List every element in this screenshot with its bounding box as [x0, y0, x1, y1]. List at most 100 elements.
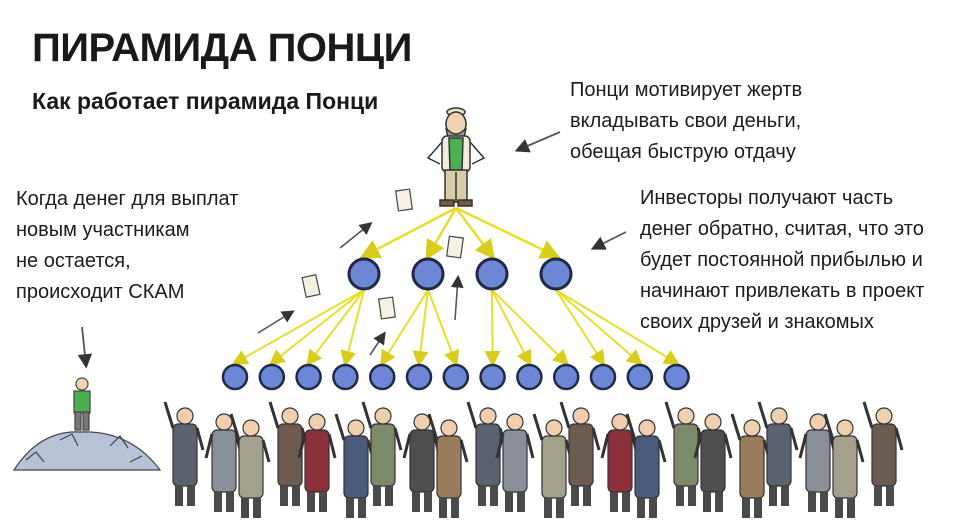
payout-arrow: [427, 289, 460, 367]
person-leg: [637, 498, 645, 518]
person-head: [743, 419, 761, 437]
person-arms: [495, 433, 535, 459]
person-body: [766, 423, 792, 487]
person-arms: [823, 413, 865, 463]
person-head: [215, 413, 233, 431]
person-head: [413, 413, 431, 431]
page-title: ПИРАМИДА ПОНЦИ: [32, 26, 412, 70]
person-leg: [292, 486, 300, 506]
payout-arrows-level1: [359, 206, 561, 261]
investors-level1: [347, 257, 573, 291]
person-head: [281, 407, 299, 425]
crowd-person: [268, 401, 310, 506]
person-leg: [439, 498, 447, 518]
person-head: [440, 419, 458, 437]
person-leg: [715, 492, 723, 512]
person-head: [638, 419, 656, 437]
money-notes: [301, 188, 465, 320]
person-head: [545, 419, 563, 437]
payout-arrow: [555, 289, 606, 367]
person-head: [836, 419, 854, 437]
investor-node: [475, 257, 509, 291]
person-leg: [688, 486, 696, 506]
investor-node: [368, 363, 396, 391]
person-head: [704, 413, 722, 431]
person-body: [343, 435, 369, 499]
person-body: [370, 423, 396, 487]
person-leg: [649, 498, 657, 518]
money-arrows: [257, 222, 464, 356]
payout-arrow: [380, 289, 429, 367]
person-head: [242, 419, 260, 437]
person-leg: [358, 498, 366, 518]
person-arms: [229, 413, 271, 463]
person-leg: [346, 498, 354, 518]
person-leg: [517, 492, 525, 512]
person-leg: [253, 498, 261, 518]
person-leg: [280, 486, 288, 506]
payout-arrow: [231, 289, 365, 365]
note-ponzi-motivates: Понци мотивирует жертв вкладывать свои д…: [570, 79, 803, 163]
payout-arrow: [455, 206, 561, 259]
person-body: [502, 429, 528, 493]
person-leg: [676, 486, 684, 506]
crowd-person: [361, 401, 403, 506]
crowd-person: [204, 413, 244, 512]
payout-arrow: [306, 289, 365, 367]
person-body: [871, 423, 897, 487]
crowd-person: [757, 401, 799, 506]
payout-arrow: [268, 289, 365, 366]
person-leg: [451, 498, 459, 518]
person-leg: [175, 486, 183, 506]
person-body: [304, 429, 330, 493]
investor-node: [258, 363, 286, 391]
payout-arrow: [359, 206, 457, 259]
pointer-arrows: [77, 131, 627, 369]
page-subtitle: Как работает пирамида Понци: [32, 88, 379, 114]
payout-arrow: [491, 289, 532, 367]
payout-arrow: [555, 289, 643, 366]
crowd-person: [823, 413, 865, 518]
crowd-person: [798, 413, 838, 512]
person-leg: [556, 498, 564, 518]
person-leg: [742, 498, 750, 518]
crowd-person: [862, 401, 904, 506]
crowd: [163, 401, 904, 518]
person-body: [832, 435, 858, 499]
payout-arrow: [412, 289, 429, 367]
person-leg: [703, 492, 711, 512]
person-body: [805, 429, 831, 493]
person-body: [436, 435, 462, 499]
person-arms: [361, 401, 403, 451]
person-leg: [808, 492, 816, 512]
investor-node: [295, 363, 322, 391]
person-arms: [625, 413, 667, 463]
person-body: [238, 435, 264, 499]
person-leg: [187, 486, 195, 506]
investor-node: [663, 363, 690, 391]
investor-node: [221, 363, 249, 391]
investor-node: [411, 257, 445, 291]
investors-level2: [221, 363, 690, 391]
investor-node: [405, 363, 433, 391]
person-arms: [163, 401, 205, 451]
investor-node: [539, 257, 573, 291]
person-body: [634, 435, 660, 499]
person-leg: [835, 498, 843, 518]
person-body: [568, 423, 594, 487]
person-head: [611, 413, 629, 431]
person-head: [875, 407, 893, 425]
person-body: [541, 435, 567, 499]
note-investors-return: Инвесторы получают часть денег обратно, …: [640, 187, 925, 333]
person-arms: [757, 401, 799, 451]
person-leg: [505, 492, 513, 512]
person-leg: [226, 492, 234, 512]
person-arms: [862, 401, 904, 451]
crowd-person: [334, 413, 376, 518]
crowd-person: [664, 401, 706, 506]
crowd-person: [730, 413, 772, 518]
person-leg: [622, 492, 630, 512]
person-leg: [373, 486, 381, 506]
crowd-person: [402, 413, 442, 512]
